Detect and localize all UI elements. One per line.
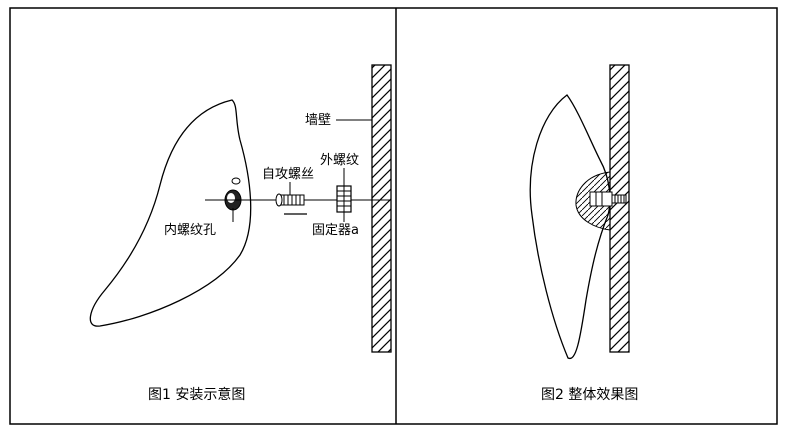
label-inner-thread-hole: 内螺纹孔 xyxy=(164,222,216,238)
inner-thread-hole-highlight xyxy=(227,193,235,203)
wall-block xyxy=(371,64,392,353)
figure2-caption: 图2 整体效果图 xyxy=(541,387,638,403)
label-self-tapping-screw: 自攻螺丝 xyxy=(262,167,314,182)
small-nut-mark xyxy=(231,177,241,185)
fixer-mark xyxy=(336,185,352,213)
mounted-fixer-mark xyxy=(589,191,613,207)
outer-frame xyxy=(9,7,778,425)
wall-block-2 xyxy=(609,64,630,353)
label-fixer: 固定器a xyxy=(312,223,359,238)
figure1-caption: 图1 安装示意图 xyxy=(148,386,245,403)
self-tapping-screw-mark xyxy=(275,193,305,207)
label-wall: 墙壁 xyxy=(305,113,331,128)
mounted-screw-mark xyxy=(611,194,627,204)
label-outer-thread: 外螺纹 xyxy=(320,153,359,168)
lamp-body-side-shape xyxy=(529,94,611,360)
figure1-panel: 墙壁 外螺纹 自攻螺丝 内螺纹孔 固定器a 图1 安装示意图 xyxy=(89,64,392,403)
lamp-body-shape xyxy=(89,99,252,327)
figure2-panel: 图2 整体效果图 xyxy=(529,64,638,403)
